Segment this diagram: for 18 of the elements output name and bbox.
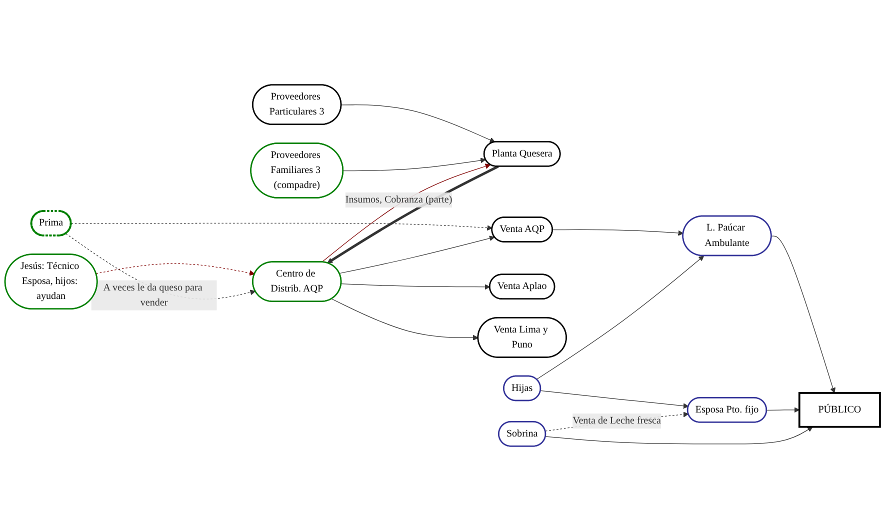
arrow [540, 390, 689, 409]
edge-label: Insumos, Cobranza (parte) [345, 194, 452, 205]
arrow [342, 158, 486, 172]
arrow [65, 233, 256, 300]
edge-label: Venta de Leche fresca [572, 415, 661, 426]
edge-label: A veces le da queso para vender [103, 282, 202, 308]
arrow [331, 298, 478, 340]
arrow [545, 426, 813, 444]
node-box: PÚBLICO [798, 392, 881, 428]
arrow [536, 256, 704, 380]
arrow [340, 284, 490, 290]
arrow [70, 222, 493, 231]
arrow [339, 236, 495, 274]
arrow [771, 236, 836, 394]
arrow [341, 104, 496, 143]
arrow [766, 407, 800, 413]
arrow [552, 229, 684, 236]
arrow [96, 263, 255, 276]
